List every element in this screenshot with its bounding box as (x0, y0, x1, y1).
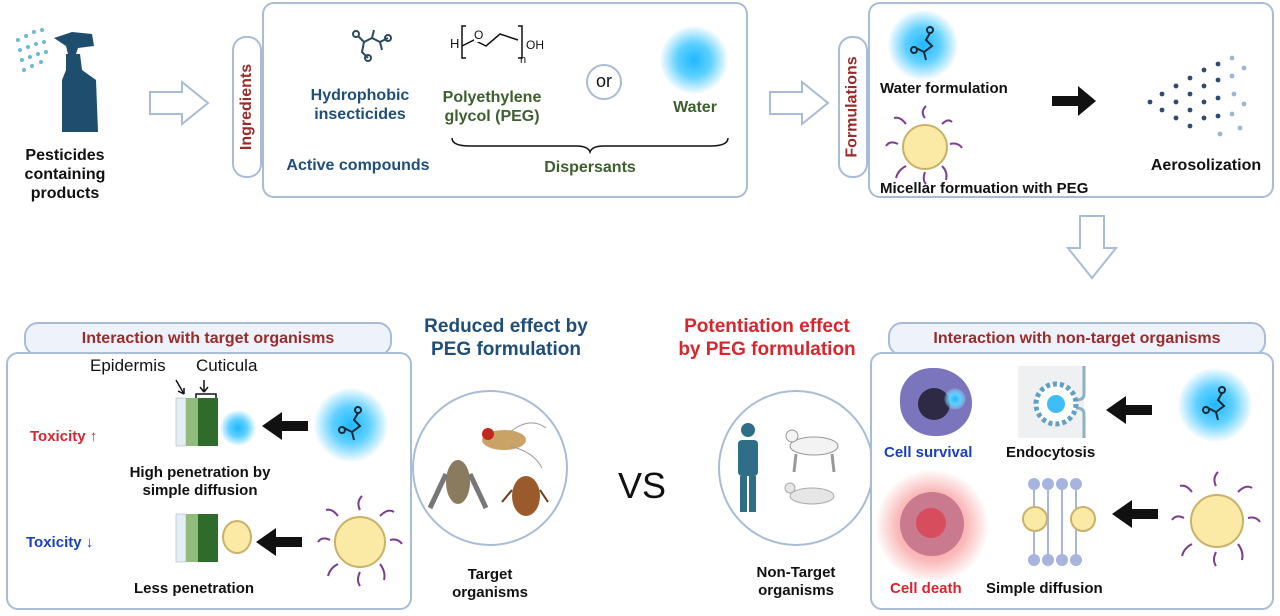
water-droplet-small-icon (220, 410, 256, 446)
target-interaction-tab-label: Interaction with target organisms (81, 330, 335, 347)
cuticle-pointer-icon (175, 379, 217, 398)
peg-formula-oh: OH (526, 38, 544, 52)
right-arrow-icon-2 (769, 79, 830, 127)
target-interaction-tab: Interaction with target organisms (24, 322, 392, 356)
ingredients-panel (262, 2, 748, 198)
water-formulation-right-icon (1178, 368, 1252, 442)
insecticides-label: Hydrophobic insecticides (310, 87, 410, 124)
membrane-layer-icon-2 (175, 513, 218, 563)
vs-label: VS (617, 465, 667, 506)
toxicity-up-label: Toxicity ↑ (30, 428, 98, 445)
micelle-tails-icon (885, 105, 963, 185)
micelle-tails-icon-right (1171, 471, 1261, 567)
endocytosis-label: Endocytosis (1006, 444, 1096, 461)
cell-death-label: Cell death (890, 580, 962, 597)
black-arrow-left-icon-3 (1106, 396, 1152, 424)
less-penetration-label: Less penetration (134, 580, 255, 597)
nontarget-interaction-tab-label: Interaction with non-target organisms (933, 330, 1221, 347)
black-arrow-left-icon-2 (256, 528, 302, 556)
potentiation-effect-label: Potentiation effect by PEG formulation (678, 316, 856, 360)
micelle-diffusion-icon-1 (1022, 506, 1048, 532)
dispersants-brace (451, 137, 729, 155)
aerosol-dots-icon (1147, 55, 1247, 137)
micelle-icon (902, 124, 948, 170)
simple-diffusion-label: Simple diffusion (986, 580, 1103, 597)
ingredients-tab: Ingredients (232, 36, 262, 178)
active-compounds-label: Active compounds (286, 157, 430, 174)
black-arrow-left-icon-4 (1112, 500, 1158, 528)
cell-death-nucleus-icon (916, 508, 946, 538)
target-organisms-label: Target organisms (452, 566, 528, 601)
peg-formula-o: O (474, 28, 484, 43)
peg-label: Polyethylene glycol (PEG) (442, 89, 542, 126)
reduced-effect-label: Reduced effect by PEG formulation (424, 316, 588, 360)
black-arrow-left-icon (262, 412, 308, 440)
water-formulation-large-icon (314, 388, 388, 462)
black-arrow-icon (1052, 86, 1096, 116)
cell-survival-label: Cell survival (884, 444, 973, 461)
insects-icon (427, 422, 549, 516)
water-molecule-icon (910, 26, 934, 61)
right-arrow-icon (149, 79, 210, 127)
peg-formula-h: H (450, 36, 460, 51)
down-arrow-icon (1065, 215, 1119, 280)
dispersants-label: Dispersants (544, 159, 636, 176)
micelle-right-large-icon (1190, 494, 1244, 548)
molecule-icon-right (1202, 386, 1226, 421)
cuticula-label: Cuticula (196, 356, 258, 375)
membrane-layer-icon (175, 397, 218, 447)
water-formulation-label: Water formulation (880, 80, 1008, 97)
water-label: Water (673, 99, 717, 116)
micelle-small-icon (222, 520, 252, 554)
or-circle (586, 64, 622, 100)
ingredients-tab-label: Ingredients (238, 63, 256, 151)
peg-formula-n: n (520, 54, 527, 66)
toxicity-down-label: Toxicity ↓ (26, 534, 94, 551)
human-animal-icon (738, 423, 839, 512)
nontarget-interaction-tab: Interaction with non-target organisms (888, 322, 1266, 356)
or-label: or (595, 71, 612, 91)
water-droplet-icon (660, 26, 728, 94)
peg-formula-icon (461, 25, 523, 59)
molecule-icon-left (338, 406, 362, 441)
micelle-tails-icon-left (317, 495, 403, 587)
pesticides-label: Pesticides containing products (24, 147, 106, 203)
high-penetration-label: High penetration by simple diffusion (129, 464, 271, 499)
formulations-tab: Formulations (838, 36, 868, 178)
nontarget-organisms-label: Non-Target organisms (756, 564, 836, 599)
insecticide-molecule-icon (352, 29, 392, 62)
endocytosis-icon (1018, 366, 1086, 438)
cell-droplet-icon (944, 388, 966, 410)
aerosolization-label: Aerosolization (1150, 157, 1262, 174)
micellar-label: Micellar formuation with PEG (880, 180, 1089, 197)
spray-bottle-icon (14, 20, 114, 138)
water-formulation-icon (888, 10, 958, 80)
epidermis-label: Epidermis (90, 356, 166, 375)
micelle-large-icon (334, 516, 386, 568)
micelle-diffusion-icon-2 (1070, 506, 1096, 532)
formulations-tab-label: Formulations (844, 56, 861, 158)
